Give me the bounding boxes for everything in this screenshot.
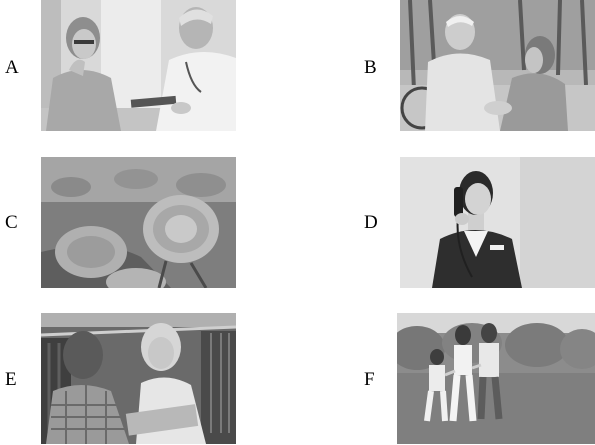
photo-doctor-consulting-patient	[41, 0, 236, 131]
option-label-b: B	[364, 57, 377, 78]
option-label-d: D	[364, 212, 378, 233]
option-label-c: C	[5, 212, 18, 233]
photo-caregiver-with-elderly-man-in-wheelchair	[400, 0, 595, 131]
photo-shop-assistant-helping-customer	[41, 313, 236, 444]
option-label-e: E	[5, 369, 17, 390]
photo-receptionist-on-telephone	[400, 157, 595, 288]
photo-peony-flowers	[41, 157, 236, 288]
option-label-a: A	[5, 57, 19, 78]
option-label-f: F	[364, 369, 375, 390]
photo-family-walking-in-park	[397, 313, 595, 444]
